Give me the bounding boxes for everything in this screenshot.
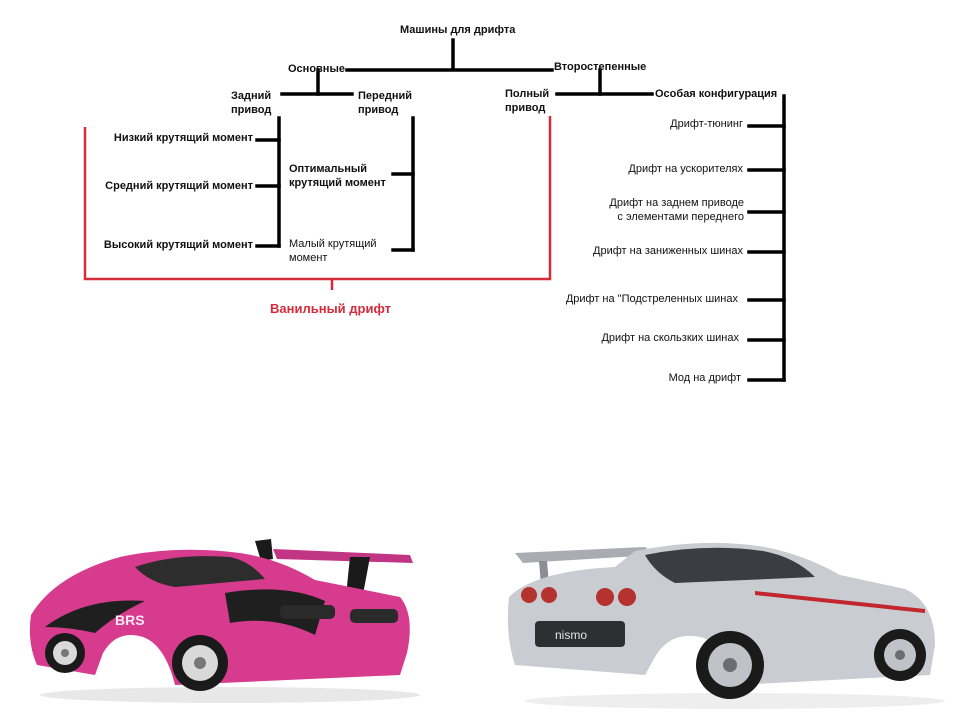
special-item-rwd-fwd: Дрифт на заднем приводе с элементами пер… — [609, 197, 744, 223]
special-item-slippery-tires: Дрифт на скользких шинах — [601, 332, 739, 344]
special-item-boosters: Дрифт на ускорителях — [628, 163, 743, 175]
silver-sport-car-image: nismo — [507, 542, 945, 709]
special-item-drift-mod: Мод на дрифт — [668, 372, 741, 384]
special-item-shot-tires: Дрифт на "Подстреленных шинах — [565, 293, 738, 305]
root-label: Машины для дрифта — [400, 24, 516, 36]
awd-label: Полный привод — [505, 88, 550, 114]
car2-badge: nismo — [555, 628, 587, 642]
fwd-item-optimal-torque: Оптимальный крутящий момент — [289, 163, 386, 189]
vanilla-drift-label: Ванильный дрифт — [270, 301, 392, 316]
rwd-item-high-torque: Высокий крутящий момент — [103, 239, 253, 251]
special-item-drift-tuning: Дрифт-тюнинг — [670, 118, 743, 130]
special-item-low-tires: Дрифт на заниженных шинах — [593, 245, 743, 257]
rwd-label: Задний привод — [231, 90, 272, 116]
special-label: Особая конфигурация — [655, 88, 778, 100]
primary-label: Основные — [288, 63, 345, 75]
rwd-item-mid-torque: Средний крутящий момент — [105, 180, 253, 192]
rwd-item-low-torque: Низкий крутящий момент — [113, 132, 253, 144]
fwd-item-low-torque: Малый крутящий момент — [289, 238, 377, 264]
pink-drift-car-image: BRS — [29, 539, 420, 703]
secondary-label: Второстепенные — [554, 61, 647, 73]
car1-badge: BRS — [115, 612, 145, 628]
fwd-label: Передний привод — [358, 90, 413, 116]
vanilla-bracket — [83, 116, 552, 281]
